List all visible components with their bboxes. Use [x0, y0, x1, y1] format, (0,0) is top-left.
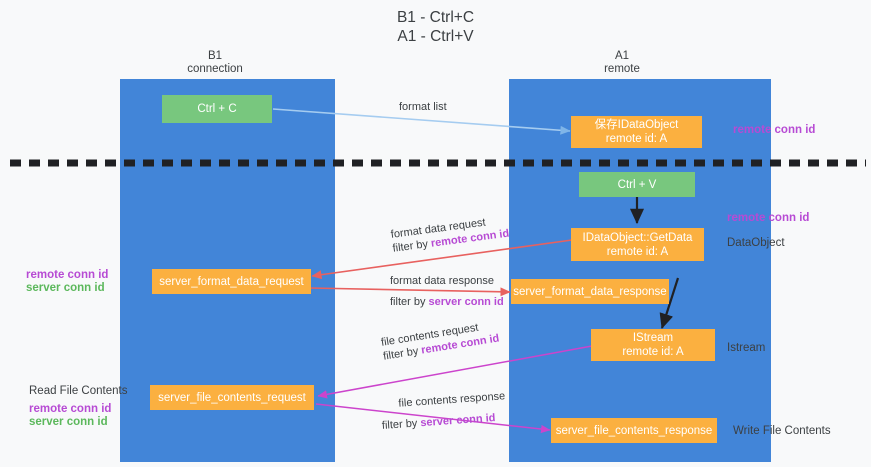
- filter-prefix: filter by: [391, 237, 432, 255]
- note-right-remote-conn-id-top: remote conn id: [733, 124, 816, 136]
- label-group-file-contents-response: file contents response filter by server …: [380, 389, 507, 433]
- label-file-contents-response-filter: filter by server conn id: [381, 410, 507, 433]
- filter-prefix: filter by: [390, 296, 429, 308]
- note-left-read-file-contents: Read File Contents: [29, 385, 128, 397]
- server-file-contents-response-box[interactable]: server_file_contents_response: [551, 418, 717, 443]
- diagram-title: B1 - Ctrl+C A1 - Ctrl+V: [396, 9, 475, 45]
- right-column-header: A1 remote: [604, 50, 640, 75]
- note-left-server-conn-id-2: server conn id: [29, 416, 108, 428]
- server-file-contents-request-box[interactable]: server_file_contents_request: [150, 385, 314, 410]
- istream-box[interactable]: IStream remote id: A: [591, 329, 715, 361]
- save-idataobject-box[interactable]: 保存IDataObject remote id: A: [571, 116, 702, 148]
- label-group-file-contents-request: file contents request filter by remote c…: [380, 318, 500, 364]
- filter-prefix: filter by: [381, 417, 421, 432]
- note-right-dataobject: DataObject: [727, 237, 785, 249]
- note-left-remote-conn-id: remote conn id: [26, 269, 109, 281]
- server-format-data-request-box[interactable]: server_format_data_request: [152, 269, 311, 294]
- label-format-data-response: format data response: [390, 275, 494, 287]
- ctrl-c-box[interactable]: Ctrl + C: [162, 95, 272, 123]
- note-left-server-conn-id: server conn id: [26, 282, 105, 294]
- filter-value: server conn id: [419, 412, 496, 430]
- idataobject-getdata-box[interactable]: IDataObject::GetData remote id: A: [571, 228, 704, 261]
- label-group-format-data-response: format data response filter by server co…: [390, 274, 504, 309]
- label-format-list: format list: [399, 101, 447, 113]
- server-format-data-response-box[interactable]: server_format_data_response: [511, 279, 669, 304]
- note-left-remote-conn-id-2: remote conn id: [29, 403, 112, 415]
- label-group-format-data-request: format data request filter by remote con…: [390, 213, 510, 256]
- label-format-data-response-filter: filter by server conn id: [390, 295, 504, 309]
- label-file-contents-response: file contents response: [398, 390, 506, 410]
- left-column-header: B1 connection: [187, 50, 243, 75]
- note-right-write-file-contents: Write File Contents: [733, 425, 831, 437]
- filter-value: server conn id: [428, 296, 504, 308]
- note-right-remote-conn-id-mid: remote conn id: [727, 212, 810, 224]
- ctrl-v-box[interactable]: Ctrl + V: [579, 172, 695, 197]
- note-right-istream: Istream: [727, 342, 766, 354]
